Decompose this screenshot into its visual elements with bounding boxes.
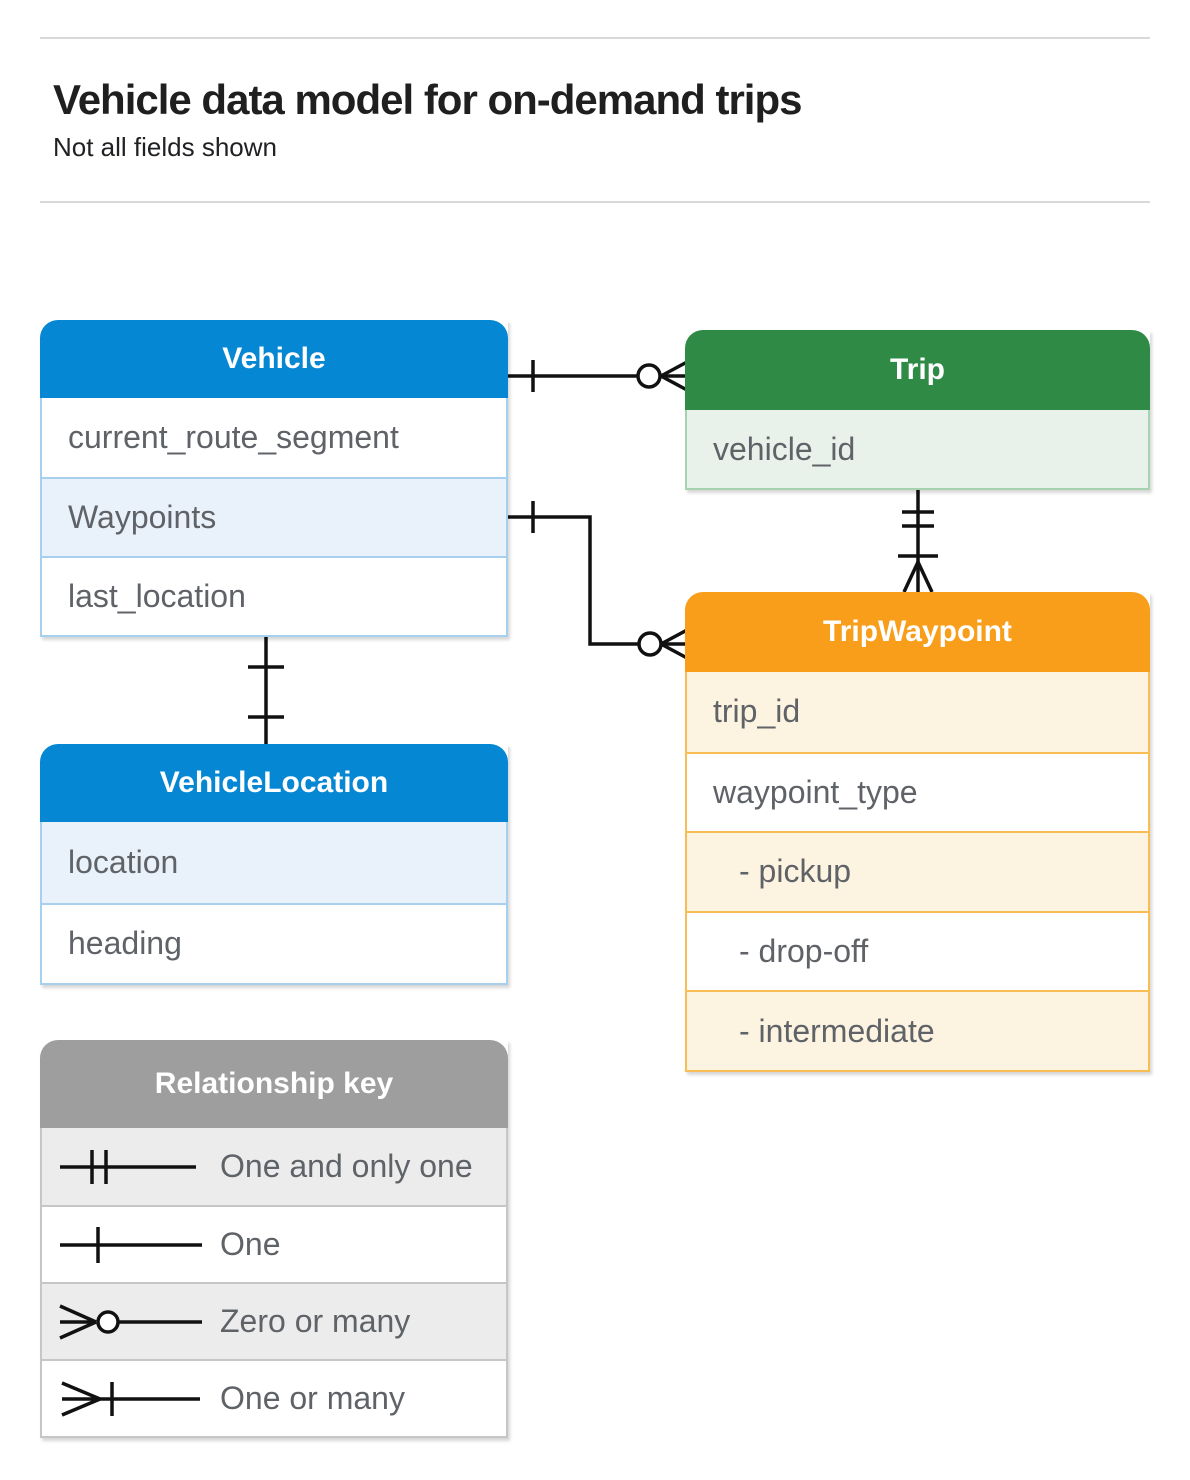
field-last-location: last_location	[42, 556, 506, 635]
entity-vehiclelocation: VehicleLocation location heading	[40, 744, 508, 985]
zero-circle-icon	[637, 631, 663, 657]
field-label: - pickup	[739, 853, 852, 890]
legend-label: One or many	[220, 1380, 405, 1416]
legend-item-one-or-many: One or many	[42, 1359, 506, 1436]
field-waypoints: Waypoints	[42, 477, 506, 556]
relationship-key-header: Relationship key	[40, 1040, 508, 1128]
field-trip-id: trip_id	[687, 672, 1148, 752]
field-label: heading	[68, 925, 182, 962]
entity-vehiclelocation-header: VehicleLocation	[40, 744, 508, 822]
entity-trip-body: vehicle_id	[685, 410, 1150, 490]
relationship-key-title: Relationship key	[154, 1067, 394, 1100]
field-heading: heading	[42, 902, 506, 983]
legend-label: Zero or many	[220, 1303, 411, 1339]
entity-tripwaypoint-body: trip_id waypoint_type - pickup - drop-of…	[685, 672, 1150, 1072]
entity-vehiclelocation-body: location heading	[40, 822, 508, 985]
legend-item-zero-or-many: Zero or many	[42, 1282, 506, 1359]
field-waypoint-type-intermediate: - intermediate	[687, 990, 1148, 1070]
field-label: trip_id	[713, 693, 801, 730]
relationship-key: Relationship key One and only one One Ze…	[40, 1040, 508, 1438]
double-tick-icon	[902, 510, 934, 528]
one-or-many-icon	[61, 1380, 200, 1417]
field-waypoint-type: waypoint_type	[687, 751, 1148, 832]
field-label: waypoint_type	[713, 773, 918, 810]
entity-vehicle-body: current_route_segment Waypoints last_loc…	[40, 398, 508, 637]
entity-vehiclelocation-title: VehicleLocation	[159, 766, 389, 799]
field-label: current_route_segment	[68, 419, 399, 455]
entity-tripwaypoint: TripWaypoint trip_id waypoint_type - pic…	[685, 592, 1150, 1072]
legend-item-one: One	[42, 1205, 506, 1282]
field-vehicle-id: vehicle_id	[687, 410, 1148, 488]
entity-trip: Trip vehicle_id	[685, 330, 1150, 490]
legend-label: One	[220, 1226, 281, 1262]
zero-circle-icon	[636, 363, 662, 389]
field-label: Waypoints	[68, 499, 217, 535]
entity-vehicle: Vehicle current_route_segment Waypoints …	[40, 320, 508, 637]
zero-or-many-icon	[59, 1303, 202, 1340]
legend-item-one-and-only-one: One and only one	[42, 1128, 506, 1205]
field-label: - intermediate	[739, 1012, 935, 1049]
field-waypoint-type-drop-off: - drop-off	[687, 910, 1148, 991]
connector-trip-tripwaypoint	[898, 488, 938, 593]
field-label: - drop-off	[739, 933, 869, 970]
one-and-only-one-icon	[60, 1149, 196, 1184]
one-tick-icon	[248, 665, 284, 719]
legend-label: One and only one	[220, 1148, 473, 1184]
entity-vehicle-header: Vehicle	[40, 320, 508, 398]
connector-vehicle-vehiclelocation	[248, 635, 284, 744]
entity-tripwaypoint-title: TripWaypoint	[823, 615, 1012, 648]
entity-trip-header: Trip	[685, 330, 1150, 410]
divider-bottom	[40, 201, 1150, 203]
field-label: vehicle_id	[713, 430, 856, 467]
crow-foot-icon	[902, 561, 934, 593]
field-location: location	[42, 822, 506, 903]
field-waypoint-type-pickup: - pickup	[687, 831, 1148, 911]
connector-vehicle-trip	[508, 360, 688, 392]
field-label: location	[68, 843, 179, 880]
entity-vehicle-title: Vehicle	[222, 342, 326, 375]
field-label: last_location	[68, 578, 246, 614]
page-title: Vehicle data model for on-demand trips	[53, 76, 802, 123]
crow-foot-icon	[660, 360, 688, 392]
entity-tripwaypoint-header: TripWaypoint	[685, 592, 1150, 672]
one-icon	[60, 1226, 202, 1263]
relationship-key-body: One and only one One Zero or many One	[40, 1128, 508, 1438]
connector-waypoints-tripwaypoint	[508, 501, 688, 660]
crow-foot-icon	[660, 628, 688, 660]
field-current-route-segment: current_route_segment	[42, 398, 506, 477]
page-subtitle: Not all fields shown	[53, 132, 277, 162]
entity-trip-title: Trip	[889, 353, 945, 386]
divider-top	[40, 37, 1150, 39]
